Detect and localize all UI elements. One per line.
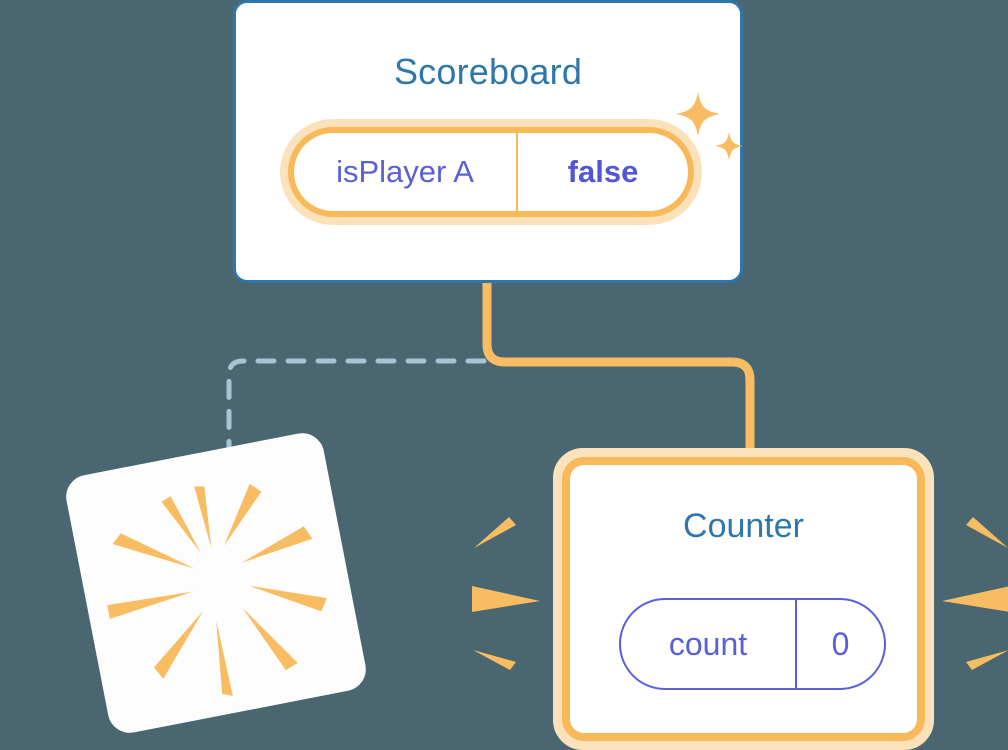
ray (942, 586, 1008, 612)
counter-card-inner: Counter count 0 (562, 457, 925, 741)
counter-state-pill[interactable]: count 0 (619, 598, 886, 690)
burst-rays-icon (107, 483, 327, 696)
counter-rays-right (942, 517, 1008, 670)
counter-state-key: count (621, 600, 797, 688)
counter-rays-left (472, 517, 540, 670)
counter-card[interactable]: Counter count 0 (553, 448, 934, 750)
ray (966, 650, 1008, 670)
scoreboard-state-pill[interactable]: isPlayer A false (288, 127, 694, 217)
scoreboard-title: Scoreboard (393, 51, 583, 92)
scoreboard-state-key: isPlayer A (294, 133, 518, 211)
scoreboard-card[interactable]: Scoreboard isPlayer A false (233, 0, 743, 283)
ray (966, 517, 1008, 548)
ray (472, 586, 540, 612)
scoreboard-state-pill-highlight: isPlayer A false (280, 119, 702, 225)
ray (473, 650, 516, 670)
scoreboard-to-counter-connector (482, 283, 755, 470)
scoreboard-state-value: false (567, 154, 639, 189)
counter-state-value: 0 (831, 625, 850, 662)
ray (474, 517, 516, 548)
counter-title: Counter (683, 507, 804, 545)
burst-card (62, 429, 370, 737)
